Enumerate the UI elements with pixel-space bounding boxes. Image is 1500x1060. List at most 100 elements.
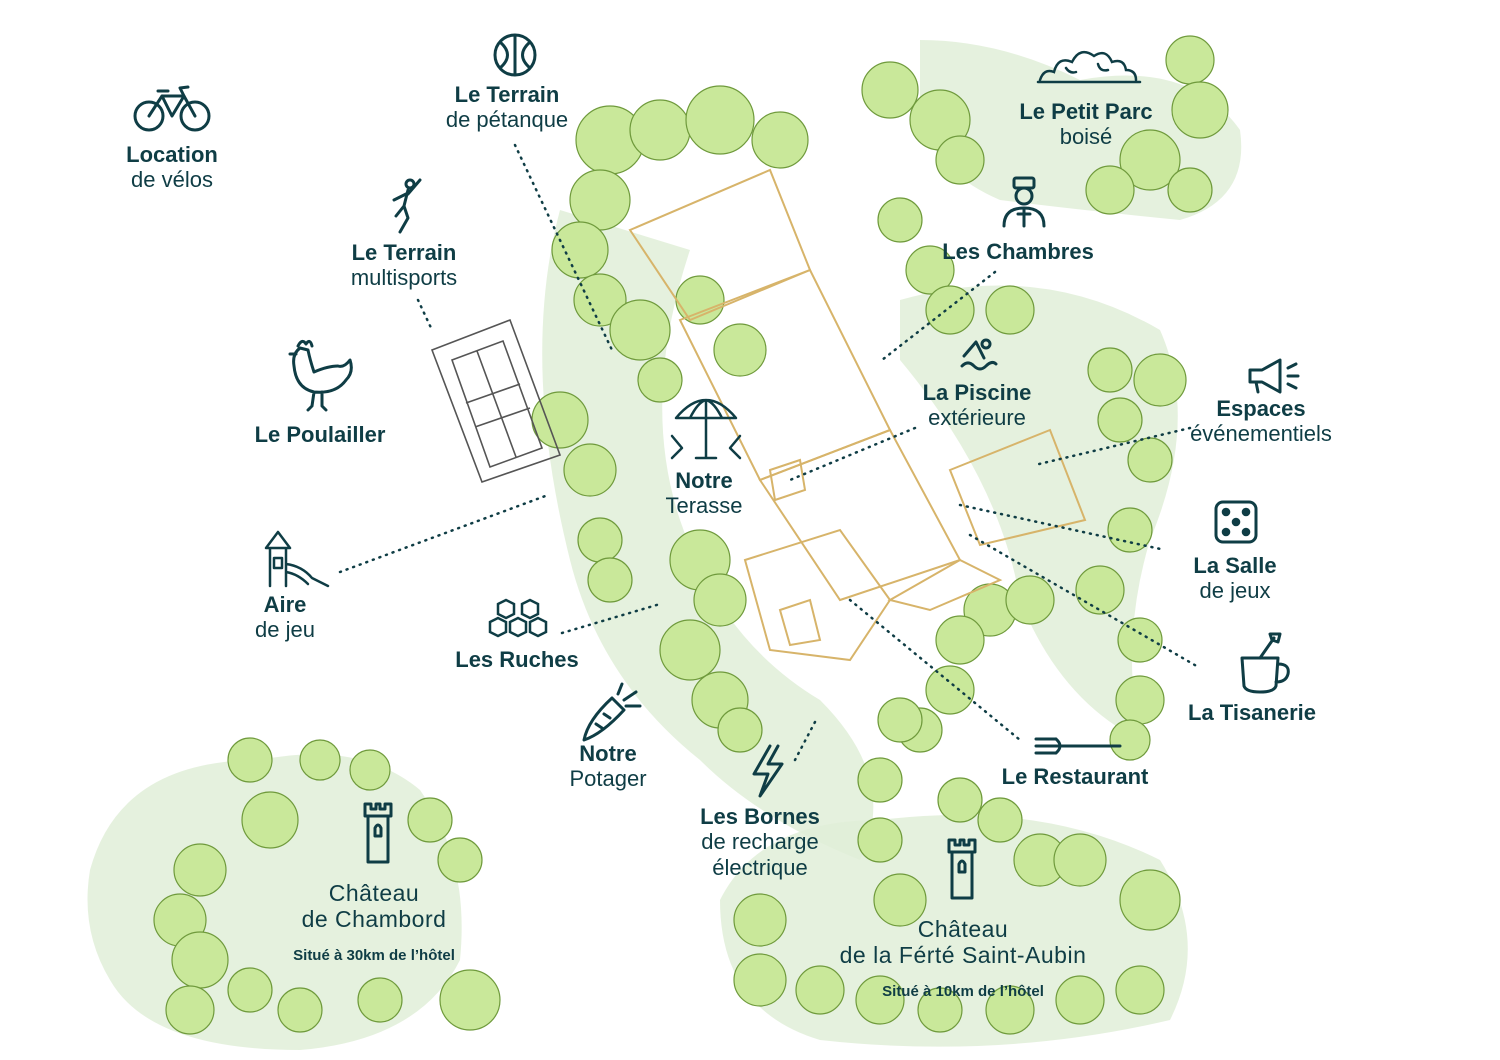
tree	[685, 85, 755, 155]
tree	[563, 443, 617, 497]
place-subtitle: Potager	[569, 766, 647, 792]
place-subtitle: de pétanque	[445, 107, 569, 133]
place-label-espaces[interactable]: Espaces événementiels	[1190, 396, 1332, 447]
leader-line	[848, 598, 1022, 742]
place-label-poulailler[interactable]: Le Poulailler	[255, 422, 386, 447]
tea-mug-icon	[1240, 632, 1290, 694]
tree	[577, 517, 623, 563]
runner-icon	[392, 178, 422, 234]
tree	[227, 967, 273, 1013]
leader-line	[968, 533, 1202, 670]
tree	[935, 615, 985, 665]
place-subtitle: de recharge	[701, 829, 819, 855]
tree	[751, 111, 809, 169]
petanque-ball-icon	[493, 33, 537, 77]
tree	[609, 299, 671, 361]
tree	[1127, 437, 1173, 483]
chicken-icon	[288, 339, 353, 412]
tree	[795, 965, 845, 1015]
multisports-court	[430, 318, 562, 484]
leader-line	[788, 426, 917, 482]
tree	[693, 573, 747, 627]
tree	[1053, 833, 1107, 887]
place-label-velos[interactable]: Location de vélos	[126, 142, 218, 193]
leader-line	[560, 602, 662, 635]
tree	[1115, 675, 1165, 725]
place-label-aire-jeu[interactable]: Aire de jeu	[255, 592, 315, 643]
place-label-piscine[interactable]: La Piscine extérieure	[923, 380, 1032, 431]
tree	[1075, 565, 1125, 615]
place-label-potager[interactable]: Notre Potager	[569, 741, 646, 792]
tree	[569, 169, 631, 231]
place-title: Le Poulailler	[254, 422, 386, 447]
place-label-bornes[interactable]: Les Bornes de recharge électrique	[700, 804, 820, 880]
place-label-restaurant[interactable]: Le Restaurant	[1002, 764, 1149, 789]
tree	[173, 843, 227, 897]
place-label-chambres[interactable]: Les Chambres	[942, 239, 1094, 264]
place-label-salle-jeux[interactable]: La Salle de jeux	[1193, 553, 1276, 604]
fork-icon	[1034, 737, 1122, 755]
court-lines	[450, 339, 544, 469]
leader-line	[793, 720, 817, 762]
leader-line	[513, 143, 614, 352]
playground-icon	[264, 530, 330, 588]
place-subtitle: multisports	[350, 265, 458, 291]
tree	[917, 987, 963, 1033]
place-title: Aire	[263, 592, 307, 617]
tree	[733, 953, 787, 1007]
place-label-ruches[interactable]: Les Ruches	[455, 647, 579, 672]
tree	[1005, 575, 1055, 625]
dice-icon	[1214, 500, 1258, 544]
tree	[1087, 347, 1133, 393]
tree	[1171, 81, 1229, 139]
place-title: Location	[126, 142, 218, 167]
castle-name-line1: Château	[917, 916, 1009, 942]
tree	[985, 285, 1035, 335]
tree	[1165, 35, 1215, 85]
tree	[241, 791, 299, 849]
place-title: Les Ruches	[455, 647, 579, 672]
place-title: Notre	[579, 741, 637, 766]
place-subtitle: Terasse	[665, 493, 743, 519]
castle-distance: Situé à 10km de l’hôtel	[882, 982, 1044, 1000]
leader-lines	[338, 143, 1202, 762]
tree	[977, 797, 1023, 843]
tree	[717, 707, 763, 753]
place-subtitle-2: électrique	[712, 854, 808, 880]
tree	[171, 931, 229, 989]
place-title: La Piscine	[922, 380, 1032, 405]
tree	[227, 737, 273, 783]
tree	[1097, 397, 1143, 443]
place-subtitle: boisé	[1059, 124, 1113, 150]
bellboy-icon	[1002, 176, 1046, 228]
tree	[1119, 869, 1181, 931]
tree	[873, 873, 927, 927]
place-title: Le Terrain	[351, 240, 457, 265]
tree	[277, 987, 323, 1033]
castle-name-line1: Château	[328, 880, 420, 906]
castle-tower-icon	[363, 802, 393, 864]
place-title: Le Petit Parc	[1019, 99, 1153, 124]
castle-label-chambord[interactable]: Château de Chambord Situé à 30km de l’hô…	[293, 880, 455, 964]
tree	[877, 697, 923, 743]
place-title: Espaces	[1216, 396, 1306, 421]
swimmer-icon	[960, 338, 998, 371]
building-shape	[758, 428, 962, 602]
place-label-multisports[interactable]: Le Terrain multisports	[351, 240, 457, 291]
tree	[877, 197, 923, 243]
tree	[165, 985, 215, 1035]
parasol-icon	[670, 398, 742, 460]
tree	[1167, 167, 1213, 213]
tree	[299, 739, 341, 781]
place-subtitle: événementiels	[1190, 421, 1332, 447]
place-label-petanque[interactable]: Le Terrain de pétanque	[446, 82, 568, 133]
leader-line	[416, 298, 434, 332]
place-title: Le Terrain	[454, 82, 560, 107]
place-label-petit-parc[interactable]: Le Petit Parc boisé	[1019, 99, 1152, 150]
place-label-tisanerie[interactable]: La Tisanerie	[1188, 700, 1316, 725]
place-label-terasse[interactable]: Notre Terasse	[665, 468, 742, 519]
court-outline	[430, 318, 562, 484]
castle-label-ferte[interactable]: Château de la Férté Saint-Aubin Situé à …	[840, 916, 1087, 1000]
tree	[985, 985, 1035, 1035]
